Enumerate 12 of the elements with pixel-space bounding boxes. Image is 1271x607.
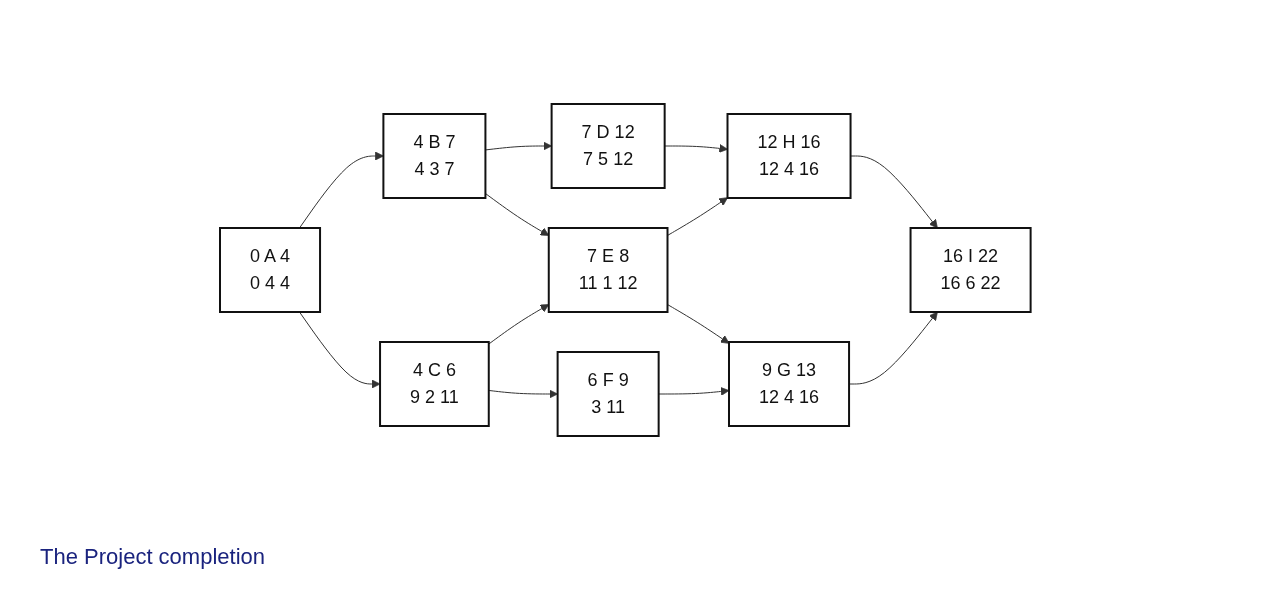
note-text: The Project completion (40, 544, 266, 570)
arrow (298, 151, 384, 229)
arrow (848, 311, 938, 385)
node-box: 12 H 16 12 4 16 (726, 113, 852, 199)
node-box: 4 B 7 4 3 7 (382, 113, 487, 199)
node-box: 16 I 22 16 6 22 (909, 227, 1032, 313)
node-box: 9 G 13 12 4 16 (727, 341, 850, 427)
node-box: 6 F 9 3 11 (556, 351, 660, 437)
node-box: 7 E 8 11 1 12 (547, 227, 669, 313)
node-box: 4 C 6 9 2 11 (378, 341, 490, 427)
node-box: 0 A 4 0 4 4 (218, 227, 321, 313)
node-box: 7 D 12 7 5 12 (550, 103, 666, 189)
